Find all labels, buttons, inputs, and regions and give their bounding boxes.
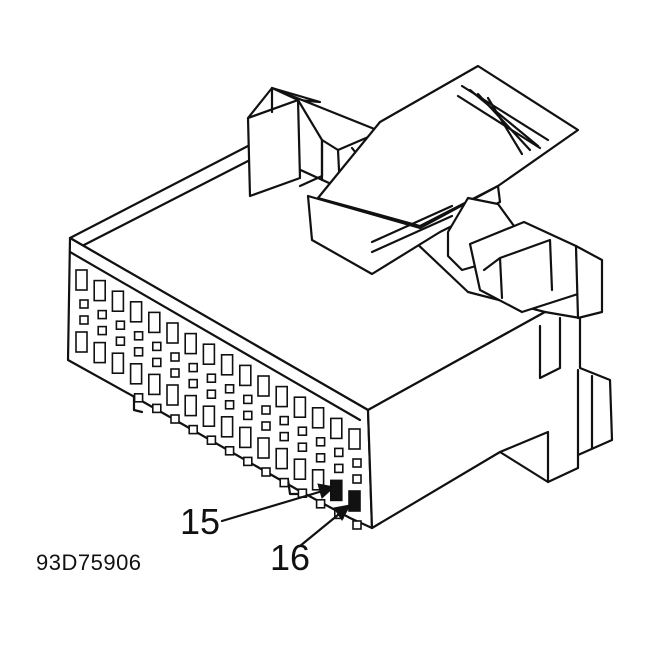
terminal-cavity — [224, 445, 235, 456]
terminal-cavity — [243, 456, 253, 467]
terminal-cavity — [329, 417, 343, 440]
terminal-cavity — [166, 384, 179, 406]
callout-15-label: 15 — [180, 501, 220, 542]
terminal-cavity — [239, 364, 252, 387]
terminal-cavity — [188, 362, 198, 373]
terminal-cavity — [261, 421, 271, 431]
terminal-cavity — [275, 447, 289, 470]
terminal-cavity — [279, 415, 290, 426]
terminal-cavity — [202, 343, 216, 366]
terminal-cavity — [184, 394, 197, 417]
terminal-cavity — [170, 368, 180, 378]
terminal-cavity — [93, 341, 106, 364]
terminal-cavity — [129, 362, 143, 385]
terminal-cavity — [133, 392, 144, 403]
terminal-cavity — [311, 406, 325, 429]
terminal-cavity — [115, 336, 126, 347]
terminal-cavity — [293, 458, 307, 481]
latch-grip-ridges — [456, 84, 550, 156]
terminal-cavity — [348, 428, 361, 450]
terminal-cavity — [152, 341, 162, 352]
housing-right-face — [366, 310, 614, 530]
terminal-cavity — [206, 373, 217, 384]
terminal-cavity — [148, 311, 161, 334]
terminal-cavity — [133, 346, 144, 357]
terminal-cavities — [75, 269, 362, 530]
terminal-cavity — [166, 322, 179, 344]
terminal-cavity — [170, 414, 180, 424]
callout-16-label: 16 — [270, 537, 310, 578]
terminal-cavity — [206, 389, 217, 400]
terminal-cavity — [79, 315, 89, 325]
latch-arm-slot — [370, 204, 454, 254]
terminal-cavity — [261, 405, 271, 415]
callout-15-leader — [220, 483, 336, 523]
terminal-cavity — [220, 415, 234, 438]
terminal-cavity — [129, 300, 143, 323]
terminal-cavity — [111, 290, 125, 313]
front-face-inner-rim — [68, 250, 362, 422]
terminal-cavity — [257, 375, 270, 397]
terminal-cavity — [293, 396, 307, 419]
terminal-cavity — [97, 309, 107, 320]
terminal-cavity — [333, 447, 344, 458]
figure-id-label: 93D75906 — [36, 550, 142, 575]
terminal-cavity — [188, 378, 198, 389]
terminal-cavity — [311, 468, 325, 491]
terminal-cavity — [279, 431, 290, 442]
terminal-cavity — [170, 352, 180, 362]
terminal-cavity — [148, 373, 161, 396]
terminal-cavity — [315, 452, 326, 463]
terminal-cavity — [115, 320, 126, 331]
terminal-cavity — [188, 424, 198, 435]
terminal-cavity — [333, 463, 344, 474]
terminal-cavity — [297, 442, 308, 453]
terminal-cavity — [352, 474, 362, 484]
terminal-cavity — [279, 477, 290, 488]
terminal-cavity — [315, 436, 326, 447]
terminal-cavity — [133, 330, 144, 341]
latch-tower-left-top — [246, 86, 322, 120]
terminal-cavity — [152, 357, 162, 368]
terminal-cavity — [202, 405, 216, 428]
cavity-16 — [348, 490, 361, 512]
terminal-cavity — [243, 410, 253, 421]
callout-16-leader — [298, 504, 351, 548]
terminal-cavity — [257, 437, 270, 459]
terminal-cavity — [79, 299, 89, 309]
terminal-cavity — [184, 332, 197, 355]
terminal-cavity — [224, 399, 235, 410]
terminal-cavity — [297, 426, 308, 437]
terminal-cavity — [75, 269, 88, 291]
latch-catch-side — [574, 244, 604, 320]
terminal-cavity — [352, 520, 362, 530]
terminal-cavity — [315, 498, 326, 509]
terminal-cavity — [352, 458, 362, 468]
terminal-cavity — [111, 352, 125, 375]
terminal-cavity — [206, 435, 217, 446]
terminal-cavity — [97, 325, 107, 336]
terminal-cavity — [152, 403, 162, 414]
terminal-cavity — [224, 383, 235, 394]
housing-top-rim — [80, 158, 252, 248]
terminal-cavity — [275, 385, 289, 408]
latch-catch-inner — [482, 238, 554, 300]
terminal-cavity — [93, 279, 106, 302]
terminal-cavity — [239, 426, 252, 449]
terminal-cavity — [243, 394, 253, 405]
side-step — [498, 430, 550, 484]
terminal-cavity — [220, 353, 234, 376]
side-rib-1 — [538, 316, 562, 380]
terminal-cavity — [75, 331, 88, 353]
cavity-15 — [329, 479, 343, 502]
terminal-cavity — [261, 467, 271, 477]
